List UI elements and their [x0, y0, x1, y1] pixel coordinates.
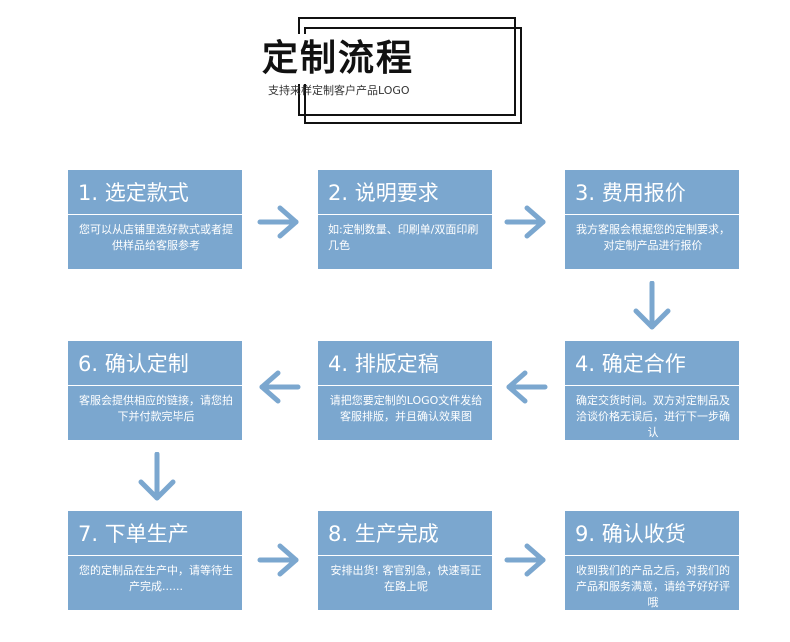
step-8-title: 8. 生产完成 — [328, 522, 439, 546]
down-arrow-icon — [135, 452, 179, 501]
step-5-desc: 请把您要定制的LOGO文件发给客服排版，并且确认效果图 — [329, 394, 483, 423]
step-divider — [318, 214, 492, 215]
step-2-title: 2. 说明要求 — [328, 181, 439, 205]
right-arrow-icon — [503, 538, 547, 582]
step-8-box: 8. 生产完成 安排出货! 客官别急，快速哥正在路上呢 — [318, 511, 492, 610]
step-6-box: 6. 确认定制 客服会提供相应的链接，请您拍下并付款完毕后 — [68, 341, 242, 440]
step-5-box: 4. 排版定稿 请把您要定制的LOGO文件发给客服排版，并且确认效果图 — [318, 341, 492, 440]
step-3-desc: 我方客服会根据您的定制要求，对定制产品进行报价 — [576, 223, 730, 252]
step-7-title: 7. 下单生产 — [78, 522, 189, 546]
page-title: 定制流程 — [262, 34, 419, 84]
left-arrow-icon — [505, 365, 549, 409]
step-divider — [68, 555, 242, 556]
step-5-title: 4. 排版定稿 — [328, 352, 439, 376]
step-7-desc: 您的定制品在生产中，请等待生产完成...... — [79, 564, 233, 593]
step-2-box: 2. 说明要求 如:定制数量、印刷单/双面印刷几色 — [318, 170, 492, 269]
step-divider — [565, 385, 739, 386]
step-4-title: 4. 确定合作 — [575, 352, 686, 376]
step-7-box: 7. 下单生产 您的定制品在生产中，请等待生产完成...... — [68, 511, 242, 610]
right-arrow-icon — [256, 538, 300, 582]
step-4-desc: 确定交货时间。双方对定制品及洽谈价格无误后，进行下一步确认 — [576, 394, 730, 439]
step-4-box: 4. 确定合作 确定交货时间。双方对定制品及洽谈价格无误后，进行下一步确认 — [565, 341, 739, 440]
step-9-desc: 收到我们的产品之后，对我们的产品和服务满意，请给予好好评哦 — [576, 564, 730, 609]
step-8-desc: 安排出货! 客官别急，快速哥正在路上呢 — [330, 564, 482, 593]
step-2-desc: 如:定制数量、印刷单/双面印刷几色 — [328, 223, 479, 252]
page-subtitle: 支持来样定制客户产品LOGO — [268, 84, 410, 97]
step-3-title: 3. 费用报价 — [575, 181, 686, 205]
right-arrow-icon — [503, 200, 547, 244]
step-divider — [68, 385, 242, 386]
step-divider — [68, 214, 242, 215]
step-1-desc: 您可以从店铺里选好款式或者提供样品给客服参考 — [79, 223, 233, 252]
step-6-desc: 客服会提供相应的链接，请您拍下并付款完毕后 — [79, 394, 233, 423]
step-1-box: 1. 选定款式 您可以从店铺里选好款式或者提供样品给客服参考 — [68, 170, 242, 269]
step-9-box: 9. 确认收货 收到我们的产品之后，对我们的产品和服务满意，请给予好好评哦 — [565, 511, 739, 610]
step-divider — [565, 555, 739, 556]
step-3-box: 3. 费用报价 我方客服会根据您的定制要求，对定制产品进行报价 — [565, 170, 739, 269]
step-divider — [565, 214, 739, 215]
right-arrow-icon — [256, 200, 300, 244]
step-divider — [318, 555, 492, 556]
left-arrow-icon — [258, 365, 302, 409]
step-9-title: 9. 确认收货 — [575, 522, 686, 546]
step-6-title: 6. 确认定制 — [78, 352, 189, 376]
step-divider — [318, 385, 492, 386]
down-arrow-icon — [630, 281, 674, 330]
step-1-title: 1. 选定款式 — [78, 181, 189, 205]
